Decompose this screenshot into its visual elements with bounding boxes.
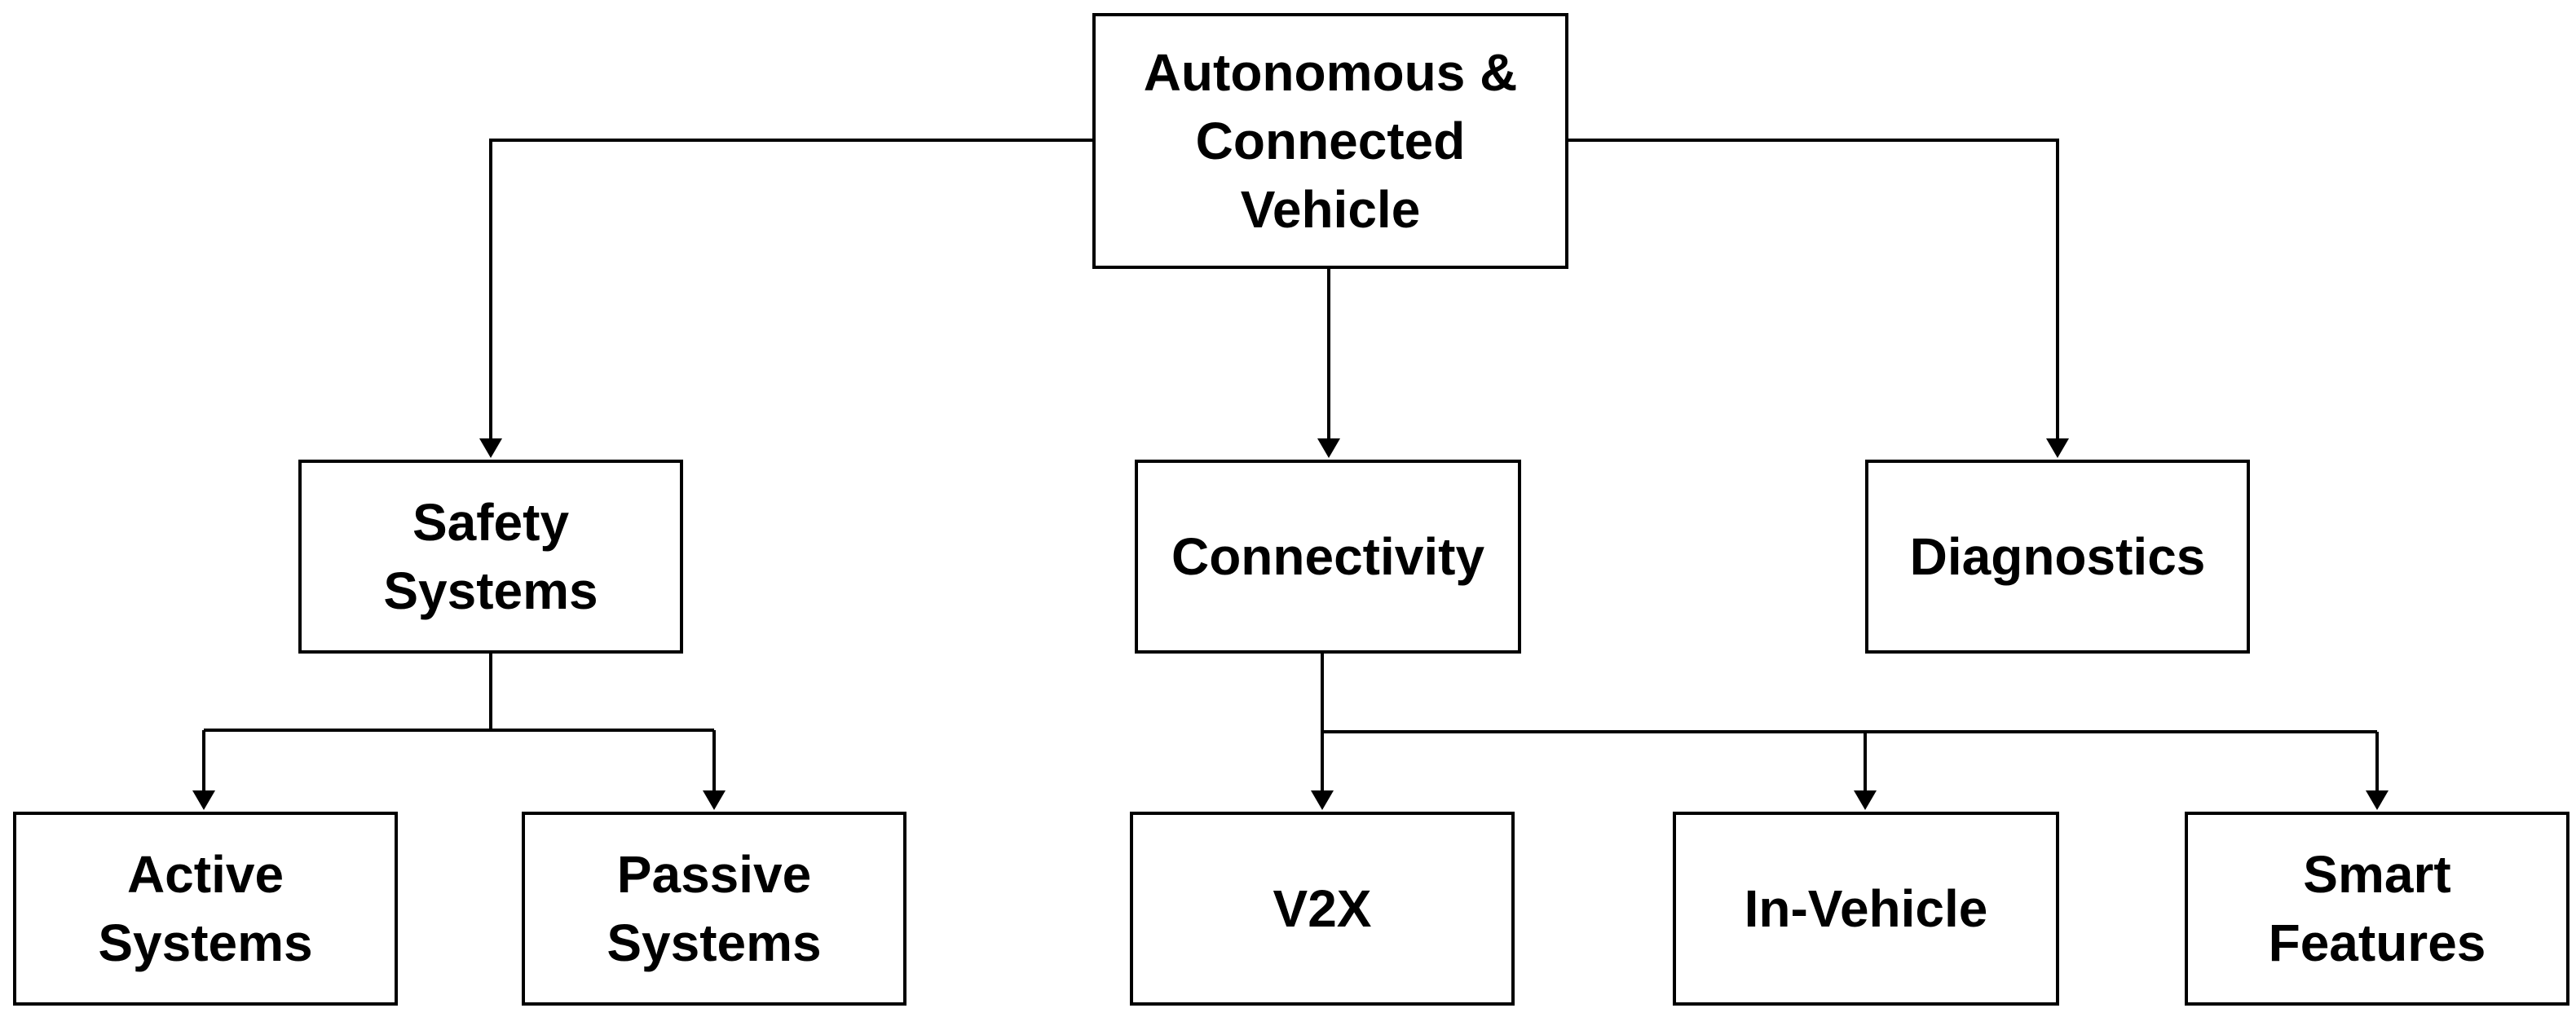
arrowhead-smart [2366, 790, 2389, 810]
node-in-vehicle: In-Vehicle [1673, 812, 2059, 1006]
node-passive-systems: Passive Systems [522, 812, 906, 1006]
node-v2x: V2X [1130, 812, 1515, 1006]
arrowhead-diagnostics [2046, 438, 2069, 458]
arrowhead-invehicle [1854, 790, 1877, 810]
arrowhead-active [192, 790, 215, 810]
node-label: Smart Features [2268, 845, 2486, 972]
edge-root-to-safety [489, 139, 1092, 438]
node-diagnostics: Diagnostics [1865, 460, 2250, 654]
node-label: Connectivity [1171, 527, 1485, 586]
node-label: Passive Systems [607, 845, 822, 972]
node-active-systems: Active Systems [13, 812, 398, 1006]
node-label: Active Systems [98, 845, 313, 972]
node-connectivity: Connectivity [1135, 460, 1521, 654]
node-label: V2X [1273, 879, 1372, 938]
node-label: Autonomous & Connected Vehicle [1143, 43, 1518, 239]
arrowhead-safety [479, 438, 502, 458]
node-safety-systems: Safety Systems [298, 460, 683, 654]
node-label: In-Vehicle [1744, 879, 1988, 938]
arrowhead-connectivity [1317, 438, 1340, 458]
node-autonomous-connected-vehicle: Autonomous & Connected Vehicle [1092, 13, 1568, 269]
arrowhead-passive [703, 790, 726, 810]
node-label: Diagnostics [1909, 527, 2206, 586]
node-label: Safety Systems [383, 493, 598, 620]
node-smart-features: Smart Features [2185, 812, 2569, 1006]
arrowhead-v2x [1311, 790, 1334, 810]
edge-root-to-diagnostics [1568, 139, 2059, 438]
